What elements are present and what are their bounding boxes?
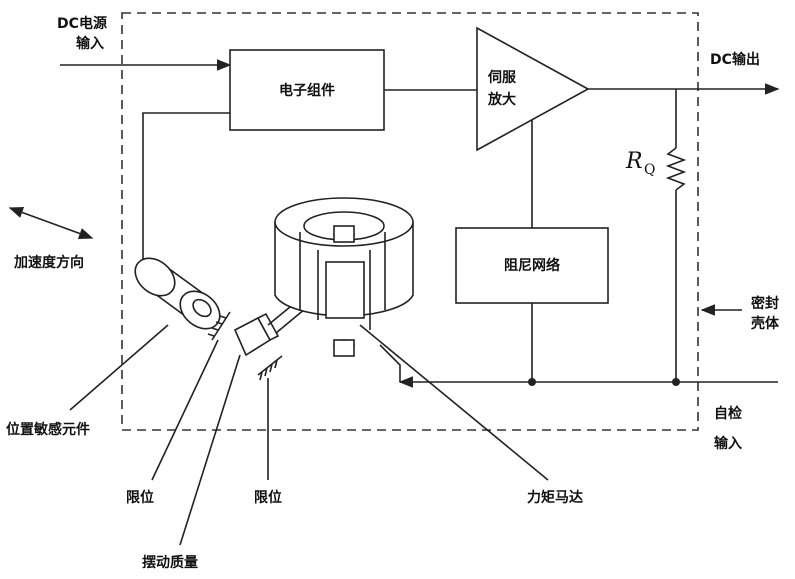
- rq-label: R: [625, 149, 643, 174]
- limit-left-label: 限位: [126, 489, 154, 506]
- leader-pendulum-mass: [179, 354, 241, 546]
- servo-amp-label-2: 放大: [487, 91, 516, 108]
- electronics-box: [229, 49, 385, 131]
- dc-output-label: DC输出: [710, 51, 760, 68]
- self-test-label-2: 输入: [714, 435, 742, 452]
- rq-subscript: Q: [644, 162, 655, 178]
- servo-amp-label-1: 伺服: [487, 69, 517, 86]
- sealed-case-label-2: 壳体: [750, 315, 780, 332]
- damping-network-label: 阻尼网络: [504, 257, 560, 274]
- dc-power-label-1: DC电源: [57, 15, 107, 32]
- leader-torque-motor: [359, 324, 549, 481]
- sealed-case-label-1: 密封: [750, 295, 779, 312]
- damping-network-box: [455, 227, 609, 304]
- dc-power-label-2: 输入: [76, 35, 104, 52]
- limit-stop-right: [257, 355, 283, 381]
- torque-motor: [274, 197, 414, 357]
- limit-right-label: 限位: [254, 489, 282, 506]
- self-test-label-1: 自检: [714, 405, 742, 422]
- servo-amp-triangle: [476, 26, 590, 152]
- limit-stop-left: [207, 311, 231, 341]
- leader-position-sensor: [69, 324, 169, 411]
- pendulum-mass-block: [233, 312, 280, 357]
- rq-resistor: [665, 147, 687, 191]
- accel-direction-label: 加速度方向: [13, 254, 84, 271]
- leader-limit-left: [151, 339, 219, 481]
- position-sensor-cylinder: [134, 257, 221, 330]
- sensor-feed-line: [142, 112, 230, 280]
- torque-motor-feed-line: [379, 344, 401, 382]
- pendulum-mass-label: 摆动质量: [142, 554, 198, 571]
- torque-motor-label: 力矩马达: [527, 489, 583, 506]
- accel-direction-arrow: [8, 207, 94, 239]
- junction-dot-rq: [672, 378, 680, 386]
- position-sensor-label: 位置敏感元件: [6, 421, 90, 438]
- electronics-label: 电子组件: [279, 82, 335, 99]
- sealed-case-boundary: [121, 12, 699, 431]
- junction-dot-damping: [528, 378, 536, 386]
